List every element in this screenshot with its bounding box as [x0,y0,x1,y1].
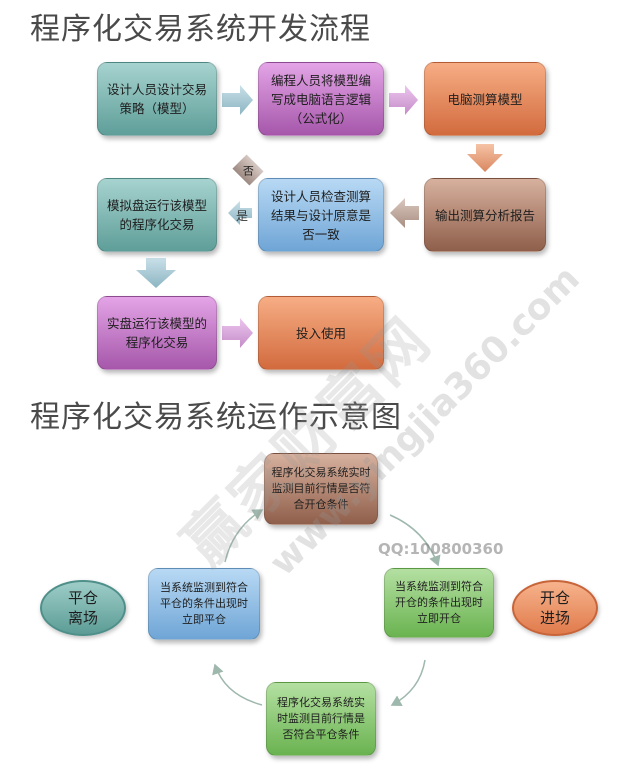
yes-label: 是 [236,209,249,223]
check-result-box: 设计人员检查测算结果与设计原意是否一致 [258,178,384,252]
arrow-right-3 [222,318,253,348]
output-report-box: 输出测算分析报告 [424,178,546,252]
program-logic-box: 编程人员将模型编写成电脑语言逻辑（公式化） [258,62,384,136]
curve-top-left [224,509,264,563]
watermark-qq: QQ:100800360 [378,540,504,558]
close-position-box: 当系统监测到符合平仓的条件出现时立即平仓 [148,568,260,640]
arrow-down-1 [467,144,503,172]
arrow-right-1 [222,85,253,115]
operation-title: 程序化交易系统运作示意图 [30,400,402,435]
arrow-right-2 [389,85,418,115]
arrow-left-2 [228,201,252,225]
arrow-left-1 [390,198,419,228]
computer-test-box: 电脑测算模型 [424,62,546,136]
curve-top-right [389,514,441,567]
enter-market-oval: 开仓 进场 [512,580,598,636]
deploy-box: 投入使用 [258,296,384,370]
simulate-box: 模拟盘运行该模型的程序化交易 [97,178,217,252]
curve-bottom-right [390,659,426,707]
monitor-open-box: 程序化交易系统实时监测目前行情是否符合开仓条件 [264,453,378,525]
open-position-box: 当系统监测到符合开仓的条件出现时立即开仓 [384,568,494,638]
flow-title: 程序化交易系统开发流程 [30,12,371,47]
exit-market-oval: 平仓 离场 [40,580,126,636]
curve-bottom-left [212,663,263,706]
live-run-box: 实盘运行该模型的程序化交易 [97,296,217,370]
arrow-down-2 [136,258,176,288]
monitor-close-box: 程序化交易系统实时监测目前行情是否符合平仓条件 [266,682,376,756]
design-strategy-box: 设计人员设计交易策略（模型） [97,62,217,136]
